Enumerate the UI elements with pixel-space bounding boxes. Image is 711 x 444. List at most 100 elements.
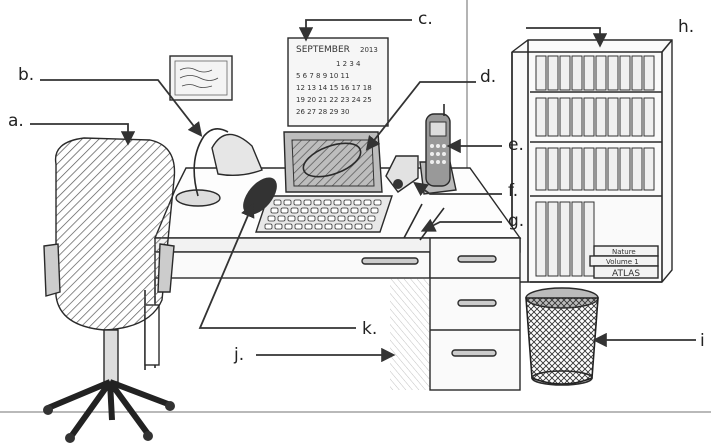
label-e: e. xyxy=(508,135,524,155)
shelf-book xyxy=(547,55,559,91)
shelf-book xyxy=(535,55,547,91)
keyboard-key xyxy=(344,223,353,230)
shelf-book xyxy=(607,97,619,137)
keyboard-key xyxy=(324,223,333,230)
keyboard-key xyxy=(267,215,276,222)
keyboard-key xyxy=(347,215,356,222)
shelf-book xyxy=(619,97,631,137)
book-label-atlas: ATLAS xyxy=(612,269,640,279)
desk-lamp xyxy=(175,128,263,207)
label-g: g. xyxy=(508,211,524,231)
shelf-book xyxy=(595,55,607,91)
keyboard-key xyxy=(300,207,309,214)
waste-bin xyxy=(525,287,599,386)
label-k: k. xyxy=(362,319,377,339)
atlas-stack: Nature Volume 1 ATLAS xyxy=(589,245,659,279)
label-c: c. xyxy=(418,9,433,29)
keyboard-key xyxy=(320,207,329,214)
keyboard-key xyxy=(354,223,363,230)
diploma-frame xyxy=(169,55,233,101)
calendar-row: 19 20 21 22 23 24 25 xyxy=(296,96,372,104)
shelf-book xyxy=(631,147,643,191)
keyboard-key xyxy=(357,215,366,222)
keyboard-key xyxy=(373,199,382,206)
calendar-month: SEPTEMBER xyxy=(296,45,350,55)
keyboard-key xyxy=(293,199,302,206)
shelf-book xyxy=(583,97,595,137)
keyboard-key xyxy=(297,215,306,222)
shelf-book xyxy=(643,97,655,137)
shelf-book xyxy=(643,55,655,91)
label-i: i xyxy=(700,331,705,351)
calendar: SEPTEMBER 2013 1 2 3 4 5 6 7 8 9 10 11 12 … xyxy=(287,37,389,127)
keyboard-key xyxy=(274,223,283,230)
keyboard-key xyxy=(323,199,332,206)
label-h: h. xyxy=(678,17,694,37)
keyboard-key xyxy=(363,199,372,206)
keyboard-key xyxy=(314,223,323,230)
keyboard-key xyxy=(333,199,342,206)
keyboard-key xyxy=(317,215,326,222)
shelf-book xyxy=(547,201,559,277)
label-j: j. xyxy=(233,345,244,365)
shelf-book xyxy=(571,55,583,91)
keyboard-key xyxy=(370,207,379,214)
book-label-volume: Volume 1 xyxy=(606,258,639,266)
tape-dispenser xyxy=(385,155,419,193)
keyboard-key xyxy=(327,215,336,222)
keyboard-key xyxy=(290,207,299,214)
shelf-book xyxy=(547,97,559,137)
keyboard-key xyxy=(283,199,292,206)
shelf-book xyxy=(583,55,595,91)
label-a: a. xyxy=(8,111,24,131)
shelf-book xyxy=(571,97,583,137)
keyboard-key xyxy=(273,199,282,206)
keyboard-key xyxy=(330,207,339,214)
book-label-nature: Nature xyxy=(612,248,636,256)
keyboard-key xyxy=(284,223,293,230)
cordless-phone xyxy=(419,104,457,195)
keyboard-key xyxy=(270,207,279,214)
label-f: f. xyxy=(508,181,518,201)
keyboard-key xyxy=(343,199,352,206)
keyboard-key xyxy=(280,207,289,214)
bookshelf xyxy=(511,39,673,283)
label-arrows xyxy=(30,19,696,363)
shelf-book xyxy=(535,201,547,277)
keyboard-key xyxy=(340,207,349,214)
shelf-book xyxy=(559,97,571,137)
keyboard-key xyxy=(337,215,346,222)
calendar-row: 1 2 3 4 xyxy=(336,60,361,68)
keyboard-key xyxy=(334,223,343,230)
shelf-book xyxy=(559,147,571,191)
keyboard-key xyxy=(304,223,313,230)
office-chair xyxy=(43,137,176,443)
shelf-book xyxy=(535,147,547,191)
shelf-book xyxy=(643,147,655,191)
shelf-book xyxy=(619,147,631,191)
shelf-book xyxy=(547,147,559,191)
shelf-book xyxy=(559,55,571,91)
calendar-grid: 1 2 3 4 5 6 7 8 9 10 11 12 13 14 15 16 17 … xyxy=(296,60,372,116)
label-b: b. xyxy=(18,65,34,85)
laptop xyxy=(255,131,393,233)
shelf-book xyxy=(595,97,607,137)
shelf-book xyxy=(631,97,643,137)
calendar-row: 12 13 14 15 16 17 18 xyxy=(296,84,372,92)
label-d: d. xyxy=(480,67,496,87)
keyboard-key xyxy=(364,223,373,230)
shelf-book xyxy=(619,55,631,91)
keyboard-key xyxy=(294,223,303,230)
keyboard-key xyxy=(367,215,376,222)
calendar-row: 5 6 7 8 9 10 11 xyxy=(296,72,349,80)
shelf-book xyxy=(571,147,583,191)
calendar-row: 26 27 28 29 30 xyxy=(296,108,349,116)
keyboard-key xyxy=(303,199,312,206)
shelf-book xyxy=(607,55,619,91)
keyboard-key xyxy=(313,199,322,206)
shelf-book xyxy=(631,55,643,91)
calendar-year: 2013 xyxy=(360,46,378,54)
shelf-book xyxy=(595,147,607,191)
